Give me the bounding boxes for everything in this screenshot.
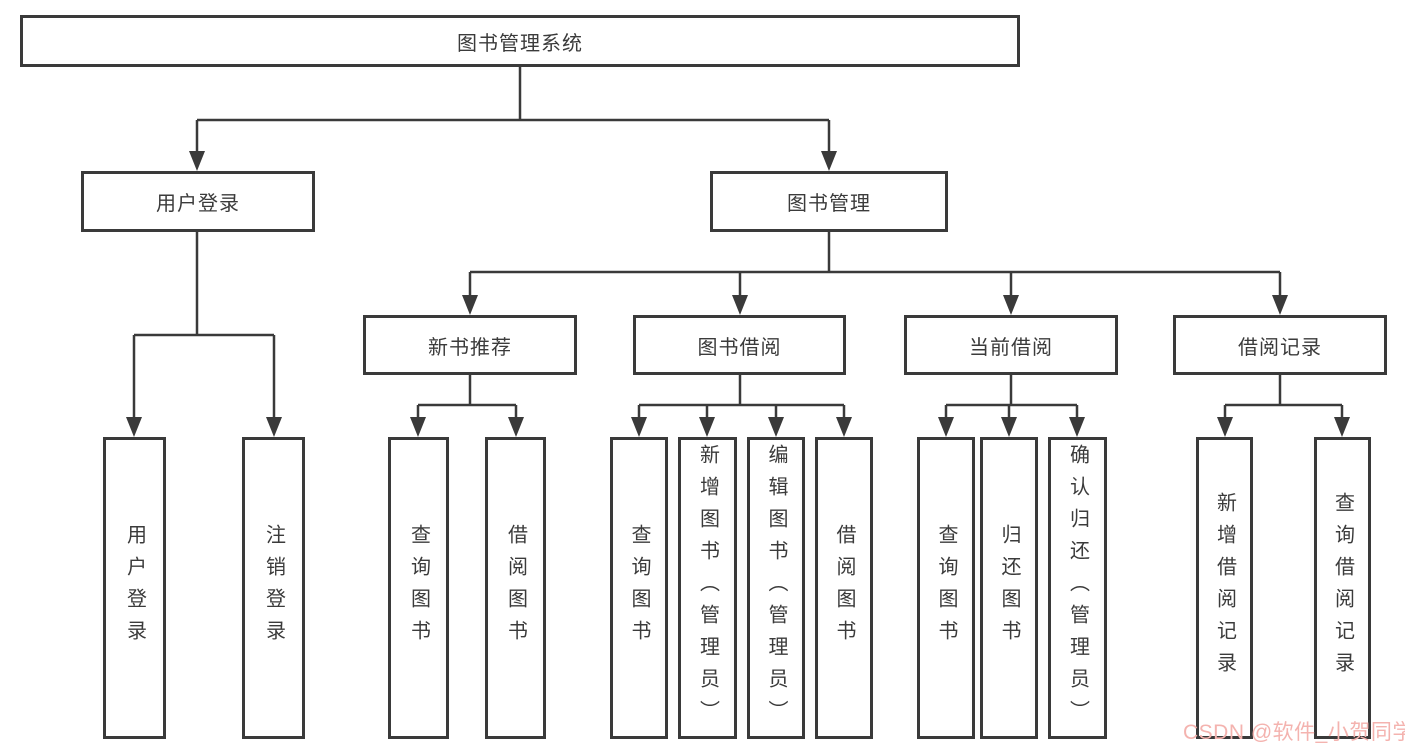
leaf-return-books-label: 归还图书 (998, 524, 1020, 652)
leaf-borrow-books-bookborrow: 借阅图书 (815, 437, 873, 739)
leaf-confirm-return-admin-label: 确认归还（管理员） (1066, 444, 1089, 732)
leaf-add-borrow-record-label: 新增借阅记录 (1213, 492, 1236, 684)
user-login-branch-node: 用户登录 (81, 171, 315, 232)
leaf-borrow-books-bookborrow-label: 借阅图书 (833, 524, 855, 652)
leaf-return-books: 归还图书 (980, 437, 1038, 739)
leaf-edit-books-admin-label: 编辑图书（管理员） (765, 444, 787, 732)
current-borrow-node: 当前借阅 (904, 315, 1118, 375)
leaf-query-books-currentborrow: 查询图书 (917, 437, 975, 739)
leaf-add-books-admin-label: 新增图书（管理员） (696, 444, 719, 732)
leaf-query-books-bookborrow-label: 查询图书 (628, 524, 650, 652)
leaf-logout: 注销登录 (242, 437, 305, 739)
csdn-watermark: CSDN @软件_小贺同学 (1183, 721, 1405, 744)
leaf-logout-label: 注销登录 (262, 524, 285, 652)
leaf-query-borrow-record-label: 查询借阅记录 (1331, 492, 1354, 684)
leaf-query-books-newbooks: 查询图书 (388, 437, 449, 739)
leaf-borrow-books-newbooks-label: 借阅图书 (504, 524, 527, 652)
book-management-branch-node: 图书管理 (710, 171, 948, 232)
leaf-user-login: 用户登录 (103, 437, 166, 739)
leaf-query-books-currentborrow-label: 查询图书 (935, 524, 957, 652)
book-borrow-node: 图书借阅 (633, 315, 846, 375)
borrow-records-node: 借阅记录 (1173, 315, 1387, 375)
leaf-edit-books-admin: 编辑图书（管理员） (747, 437, 805, 739)
leaf-query-borrow-record: 查询借阅记录 (1314, 437, 1371, 739)
new-book-recommend-node: 新书推荐 (363, 315, 577, 375)
leaf-user-login-label: 用户登录 (123, 524, 146, 652)
leaf-query-books-bookborrow: 查询图书 (610, 437, 668, 739)
leaf-query-books-newbooks-label: 查询图书 (407, 524, 430, 652)
leaf-confirm-return-admin: 确认归还（管理员） (1048, 437, 1107, 739)
leaf-borrow-books-newbooks: 借阅图书 (485, 437, 546, 739)
leaf-add-books-admin: 新增图书（管理员） (678, 437, 737, 739)
root-node-system-title: 图书管理系统 (20, 15, 1020, 67)
leaf-add-borrow-record: 新增借阅记录 (1196, 437, 1253, 739)
